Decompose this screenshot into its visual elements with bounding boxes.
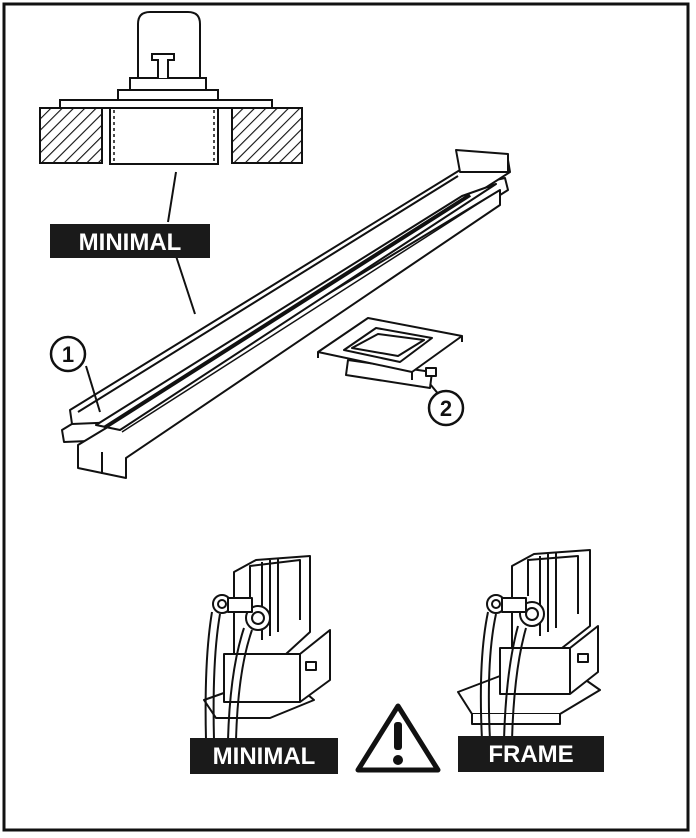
label-frame-text: FRAME [488, 741, 573, 768]
floor-left-hatch [39, 107, 103, 164]
callout-1-text: 1 [62, 342, 74, 367]
callout-part-1: 1 [49, 335, 101, 413]
radiator-valve-minimal [203, 555, 331, 741]
square-cup-part-2 [317, 317, 463, 389]
label-minimal-top-text: MINIMAL [79, 229, 182, 256]
callout-2-text: 2 [440, 396, 452, 421]
label-minimal-bottom: MINIMAL [190, 738, 338, 774]
leader-label-to-channel [175, 255, 196, 315]
callout-part-2: 2 [427, 383, 465, 427]
cross-section-detail [39, 11, 303, 165]
label-minimal-top: MINIMAL [50, 224, 210, 258]
label-minimal-bottom-text: MINIMAL [213, 743, 316, 770]
radiator-valve-frame [457, 549, 601, 741]
label-frame: FRAME [458, 736, 604, 772]
warning-triangle-icon [355, 703, 441, 773]
page-border [2, 2, 690, 832]
leader-top-to-label [167, 171, 177, 223]
floor-right-hatch [231, 107, 303, 164]
floor-channel-part-1 [61, 149, 511, 479]
